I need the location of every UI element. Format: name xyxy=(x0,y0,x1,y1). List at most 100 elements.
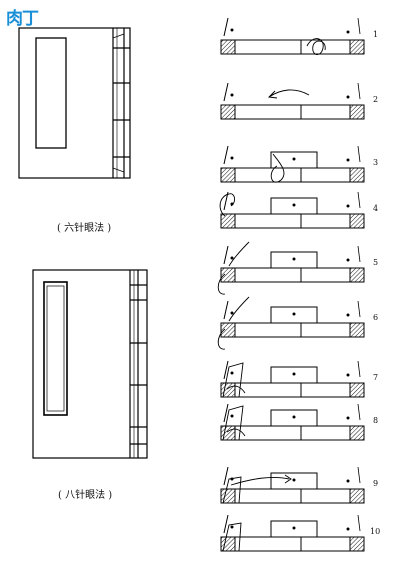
right-edge xyxy=(357,403,361,421)
site-logo: 肉丁 xyxy=(6,9,39,29)
step-frame xyxy=(220,39,365,55)
left-edge xyxy=(223,245,229,265)
step-frame xyxy=(220,267,365,283)
hole-dot xyxy=(230,93,234,97)
right-hatch xyxy=(349,213,365,229)
hole-dot xyxy=(346,416,350,420)
thread-path xyxy=(306,38,326,55)
stitch-steps xyxy=(217,17,365,552)
step-number: 6 xyxy=(373,313,379,322)
arrow-head xyxy=(284,474,292,484)
left-hatch xyxy=(220,488,236,504)
raised-block xyxy=(270,520,318,537)
right-hatch xyxy=(349,382,365,398)
step-frame xyxy=(220,167,365,183)
left-hatch xyxy=(220,322,236,338)
hole-dot xyxy=(346,373,350,377)
right-edge xyxy=(357,300,361,318)
right-edge xyxy=(357,245,361,263)
hole-dot xyxy=(230,371,234,375)
step-frame xyxy=(220,104,365,120)
left-edge xyxy=(223,300,229,320)
six-stitch-book xyxy=(18,27,131,179)
thread-path xyxy=(217,296,250,350)
right-edge xyxy=(357,145,361,163)
hole-dot xyxy=(292,312,296,316)
raised-block xyxy=(270,306,318,323)
left-hatch xyxy=(220,104,236,120)
hole-dot xyxy=(292,372,296,376)
thread-path xyxy=(230,476,290,486)
right-hatch xyxy=(349,104,365,120)
left-hatch xyxy=(220,267,236,283)
step-number: 2 xyxy=(373,95,379,104)
right-hatch xyxy=(349,39,365,55)
right-edge xyxy=(357,17,361,35)
left-edge xyxy=(223,145,229,165)
thread-path xyxy=(217,241,250,295)
step-2 xyxy=(220,82,365,120)
hole-dot xyxy=(230,28,234,32)
right-hatch xyxy=(349,536,365,552)
hole-dot xyxy=(346,204,350,208)
raised-block xyxy=(270,197,318,214)
right-edge xyxy=(357,360,361,378)
raised-block xyxy=(270,366,318,383)
step-number: 3 xyxy=(373,158,379,167)
left-edge xyxy=(223,403,229,423)
raised-block xyxy=(270,151,318,168)
step-1 xyxy=(220,17,365,55)
left-edge xyxy=(223,360,229,380)
step-frame xyxy=(220,213,365,229)
step-number: 1 xyxy=(373,30,379,39)
left-hatch xyxy=(220,536,236,552)
hole-dot xyxy=(346,30,350,34)
step-number: 10 xyxy=(370,527,381,536)
raised-block xyxy=(270,409,318,426)
hole-dot xyxy=(292,526,296,530)
hole-dot xyxy=(230,256,234,260)
step-8 xyxy=(220,403,365,441)
step-number: 9 xyxy=(373,479,379,488)
right-edge xyxy=(357,514,361,532)
thread-path xyxy=(268,89,310,98)
hole-dot xyxy=(292,157,296,161)
hole-dot xyxy=(230,311,234,315)
left-hatch xyxy=(220,213,236,229)
step-10 xyxy=(220,514,365,552)
right-edge xyxy=(357,82,361,100)
raised-block xyxy=(270,472,318,489)
hole-dot xyxy=(346,158,350,162)
left-hatch xyxy=(220,39,236,55)
hole-dot xyxy=(230,525,234,529)
right-hatch xyxy=(349,488,365,504)
thread-path xyxy=(222,362,246,398)
step-4 xyxy=(219,191,365,229)
right-edge xyxy=(357,191,361,209)
hole-dot xyxy=(292,478,296,482)
raised-block xyxy=(270,251,318,268)
hole-dot xyxy=(346,258,350,262)
right-hatch xyxy=(349,425,365,441)
step-number: 7 xyxy=(373,373,379,382)
right-hatch xyxy=(349,267,365,283)
hole-dot xyxy=(230,414,234,418)
eight-stitch-book xyxy=(32,269,148,459)
thread-path xyxy=(222,476,242,504)
hole-dot xyxy=(346,479,350,483)
step-6 xyxy=(217,296,365,350)
step-frame xyxy=(220,536,365,552)
step-9 xyxy=(220,466,365,504)
left-edge xyxy=(223,466,229,486)
hole-dot xyxy=(346,527,350,531)
arrow-head xyxy=(268,90,278,99)
thread-path xyxy=(222,522,242,552)
right-edge xyxy=(357,466,361,484)
step-5 xyxy=(217,241,365,295)
thread-path xyxy=(270,153,285,183)
hole-dot xyxy=(292,415,296,419)
step-number: 4 xyxy=(373,204,379,213)
caption-eight-stitch: ( 八针眼法 ) xyxy=(58,490,113,501)
left-edge xyxy=(223,17,229,37)
